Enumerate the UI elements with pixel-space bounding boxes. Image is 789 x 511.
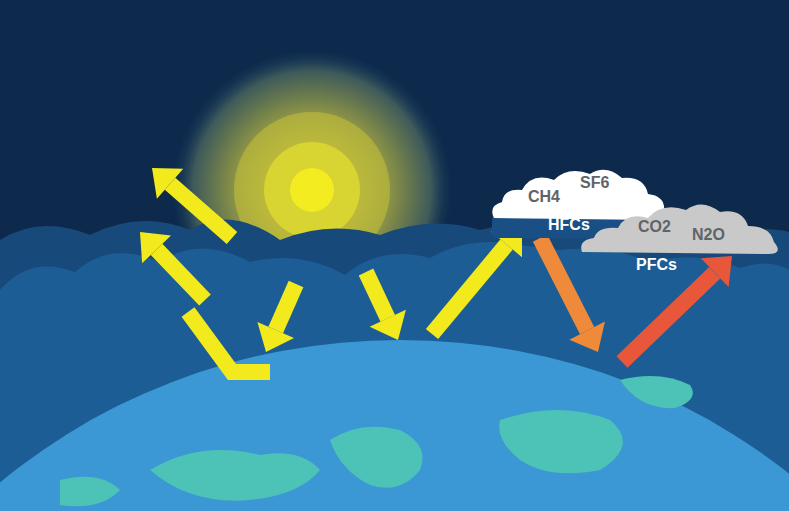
gas-label: CO2 bbox=[638, 218, 671, 236]
continent bbox=[150, 450, 320, 501]
sun-core bbox=[290, 168, 334, 212]
continent bbox=[330, 427, 423, 488]
radiation-arrow bbox=[170, 184, 232, 238]
radiation-arrow bbox=[157, 249, 205, 300]
radiation-arrow bbox=[276, 284, 296, 330]
radiation-arrow bbox=[622, 273, 715, 362]
continent bbox=[620, 376, 693, 408]
cloud-outline bbox=[492, 170, 665, 221]
sun-ring bbox=[264, 142, 360, 238]
arrow-head bbox=[701, 256, 732, 287]
gas-label: PFCs bbox=[636, 256, 677, 274]
arrow-head bbox=[152, 168, 183, 199]
continent bbox=[60, 477, 120, 507]
radiation-arrow bbox=[432, 244, 507, 334]
arrow-head bbox=[257, 322, 294, 352]
arrow-head bbox=[569, 322, 605, 352]
radiation-arrow bbox=[366, 272, 388, 318]
cloud-shape bbox=[578, 198, 784, 280]
radiation-arrow bbox=[540, 238, 587, 331]
cloud-outline bbox=[581, 204, 778, 254]
gas-label: HFCs bbox=[548, 216, 590, 234]
arrow-head bbox=[140, 232, 171, 263]
radiation-arrow bbox=[188, 312, 270, 372]
gas-cloud: CO2 N2O PFCs bbox=[578, 198, 784, 280]
continent bbox=[499, 410, 623, 473]
gas-label: CH4 bbox=[528, 188, 560, 206]
arrow-head bbox=[370, 310, 406, 340]
earth bbox=[0, 340, 789, 511]
gas-label: SF6 bbox=[580, 174, 609, 192]
gas-label: N2O bbox=[692, 226, 725, 244]
